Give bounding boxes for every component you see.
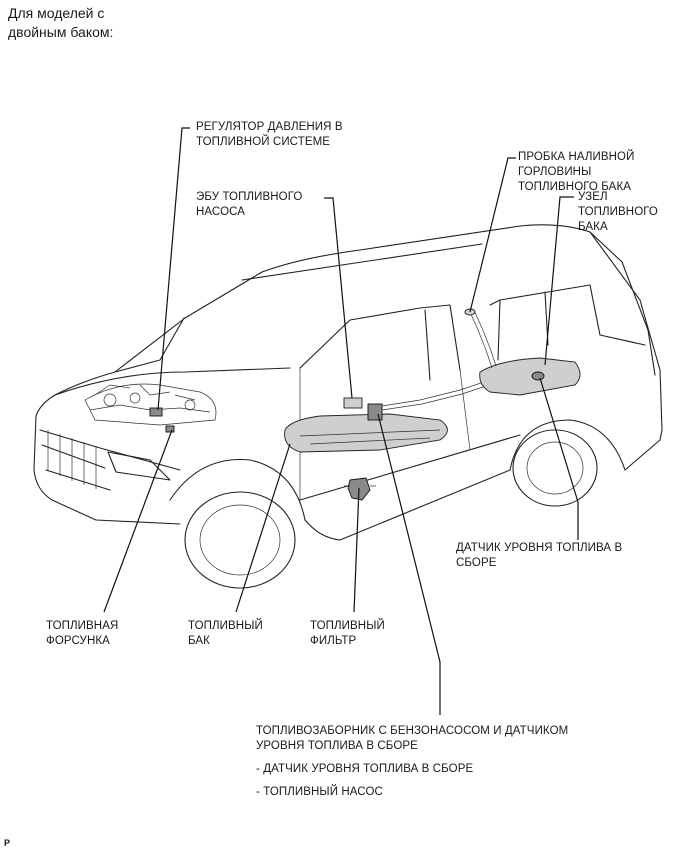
label-line: НАСОСА (196, 206, 246, 218)
label-suction-assembly: ТОПЛИВОЗАБОРНИК С БЕНЗОНАСОСОМ И ДАТЧИКО… (256, 724, 568, 800)
label-line: ГОРЛОВИНЫ (518, 166, 592, 178)
label-line: БАКА (578, 221, 608, 233)
level-sensor-part (531, 371, 545, 381)
label-fuel-filter: ТОПЛИВНЫЙ ФИЛЬТР (310, 619, 385, 649)
suction-pump-part (367, 403, 383, 421)
label-pump-ecu: ЭБУ ТОПЛИВНОГО НАСОСА (196, 190, 302, 220)
label-line: ФИЛЬТР (310, 635, 357, 647)
label-fuel-tank: ТОПЛИВНЫЙ БАК (188, 619, 263, 649)
label-line: ТОПЛИВНЫЙ (310, 620, 385, 632)
label-line: ТОПЛИВНАЯ (46, 620, 119, 632)
label-injector: ТОПЛИВНАЯ ФОРСУНКА (46, 619, 118, 649)
leader-suction-assembly (377, 413, 441, 715)
label-filler-cap: ПРОБКА НАЛИВНОЙ ГОРЛОВИНЫ ТОПЛИВНОГО БАК… (518, 150, 634, 195)
page-heading: Для моделей с двойным баком: (8, 4, 113, 42)
label-line: ТОПЛИВНОГО БАКА (518, 181, 632, 193)
leader-lines (103, 127, 579, 715)
leader-level-sensor (539, 377, 579, 540)
label-line: ДАТЧИК УРОВНЯ ТОПЛИВА В (456, 542, 623, 554)
label-line: РЕГУЛЯТОР ДАВЛЕНИЯ В (196, 121, 343, 133)
leader-pump-ecu (324, 197, 353, 399)
figure-code: P (4, 838, 11, 848)
label-line: ЭБУ ТОПЛИВНОГО (196, 191, 303, 203)
leader-filler-cap (469, 157, 516, 313)
injector-part (165, 425, 175, 433)
label-line: ПРОБКА НАЛИВНОЙ (518, 151, 635, 163)
label-line: БАК (188, 635, 210, 647)
label-pressure-regulator: РЕГУЛЯТОР ДАВЛЕНИЯ В ТОПЛИВНОЙ СИСТЕМЕ (196, 120, 343, 150)
heading-line-1: Для моделей с (8, 5, 105, 21)
leader-fuel-filter (353, 487, 360, 613)
pump-ecu-part (343, 397, 363, 409)
leader-injector (103, 429, 173, 613)
label-line: ТОПЛИВНЫЙ (188, 620, 263, 632)
label-line: ТОПЛИВНОЙ СИСТЕМЕ (196, 136, 331, 148)
label-line: ТОПЛИВОЗАБОРНИК С БЕНЗОНАСОСОМ И ДАТЧИКО… (256, 725, 569, 737)
pressure-regulator-part (149, 407, 163, 417)
leader-pressure-regulator (157, 127, 190, 411)
vehicle-outline (33, 224, 663, 589)
heading-line-2: двойным баком: (8, 24, 114, 40)
engine-bay (84, 383, 217, 433)
fuel-tank-assembly (284, 308, 581, 501)
leader-fuel-tank (235, 443, 291, 613)
rear-tank-shape (479, 357, 581, 396)
sub-item-fuel-pump: - ТОПЛИВНЫЙ НАСОС (256, 786, 383, 798)
label-line: УЗЕЛ (578, 191, 608, 203)
label-line: СБОРЕ (456, 557, 497, 569)
sub-item-level-sensor: - ДАТЧИК УРОВНЯ ТОПЛИВА В СБОРЕ (256, 763, 474, 775)
label-tank-assembly: УЗЕЛ ТОПЛИВНОГО БАКА (578, 190, 658, 235)
label-level-sensor: ДАТЧИК УРОВНЯ ТОПЛИВА В СБОРЕ (456, 541, 622, 571)
label-line: ТОПЛИВНОГО (578, 206, 658, 218)
leader-tank-assembly (544, 196, 574, 366)
label-line: УРОВНЯ ТОПЛИВА В СБОРЕ (256, 740, 418, 752)
label-line: ФОРСУНКА (46, 635, 110, 647)
